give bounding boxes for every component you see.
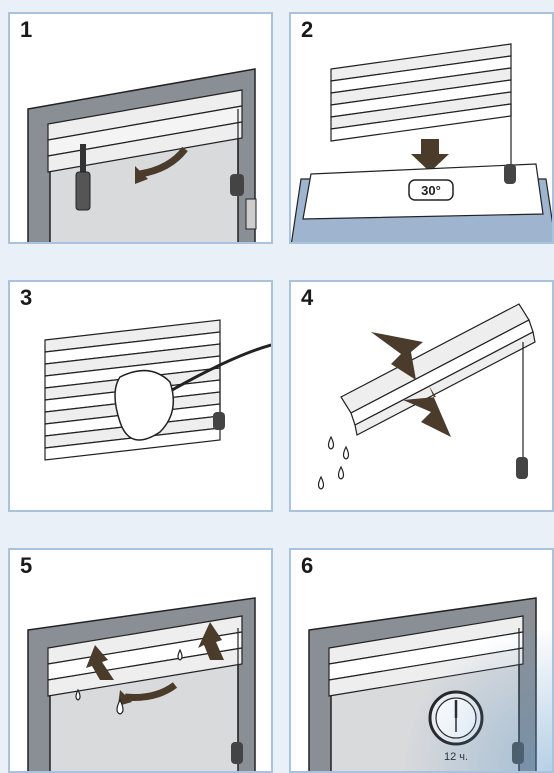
wash-in-bathtub-illustration: 30°	[291, 43, 552, 242]
step-number: 5	[20, 553, 33, 578]
step-panel-3: 3	[8, 280, 273, 512]
shower-hose	[164, 343, 271, 396]
clip-arrow-icon	[198, 622, 224, 660]
step-number: 2	[301, 17, 314, 42]
step-number: 1	[20, 17, 33, 42]
temperature-label: 30°	[421, 183, 441, 198]
fold-and-drip-illustration	[317, 303, 536, 490]
step-panel-6: 6 12 ч.	[289, 548, 554, 773]
step-number: 3	[20, 285, 33, 310]
clip-arrow-icon	[86, 645, 114, 680]
shower-rinse-illustration	[44, 319, 271, 461]
step-number: 4	[301, 285, 314, 310]
temperature-badge	[408, 179, 454, 201]
step-panel-4: 4	[289, 280, 554, 512]
clock-duration-label: 12 ч.	[444, 751, 468, 763]
press-up-arrow-icon	[403, 386, 451, 437]
clock-icon	[428, 690, 484, 746]
water-drops	[317, 435, 350, 490]
reinstall-illustration	[27, 597, 256, 771]
press-down-arrow-icon	[371, 332, 423, 380]
step-panel-5: 5	[8, 548, 273, 773]
water-drops	[75, 648, 183, 715]
down-arrow-icon	[411, 139, 449, 172]
blind-pleated	[330, 43, 512, 142]
step-panel-1: 1	[8, 12, 273, 244]
screwdriver-icon	[75, 144, 91, 211]
blind-removal-illustration	[27, 68, 257, 242]
step-panel-2: 2 30°	[289, 12, 554, 244]
step-number: 6	[301, 553, 314, 578]
dry-wait-illustration: 12 ч.	[308, 597, 537, 771]
